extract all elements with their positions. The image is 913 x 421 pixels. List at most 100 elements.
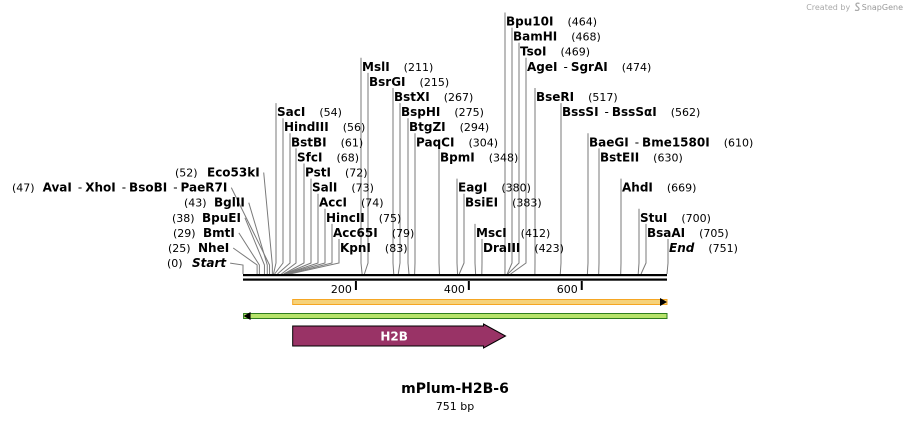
- site-position: (380): [501, 182, 531, 195]
- site-position: (52): [175, 167, 198, 180]
- site-name: BstEII: [600, 150, 639, 164]
- site-name: NheI: [198, 241, 229, 255]
- site-avai-xhoi-bsobi-paer7i: (47)AvaI-XhoI-BsoBI-PaeR7I: [12, 181, 227, 195]
- site-position: (700): [681, 212, 711, 225]
- site-connector: [507, 42, 520, 275]
- site-psti: PstI (72): [305, 166, 368, 180]
- site-connector: [232, 247, 258, 274]
- site-position: (83): [385, 242, 408, 255]
- site-name: PstI: [305, 166, 331, 180]
- site-stui: StuI(700): [640, 211, 711, 225]
- site-end: End(751): [669, 241, 738, 255]
- site-connector: [284, 178, 312, 275]
- site-position: (29): [173, 227, 196, 240]
- site-position: (348): [489, 151, 519, 164]
- site-name: BpuEI: [202, 211, 241, 225]
- feature-arrow-reverse: [243, 312, 668, 320]
- site-msli: MslI(211): [362, 60, 433, 74]
- site-connector: [458, 193, 465, 275]
- site-position: (294): [460, 121, 490, 134]
- site-hincii: HincII(75): [326, 211, 401, 225]
- site-position: (705): [699, 227, 729, 240]
- dna-backbone: [243, 274, 667, 281]
- site-position: (73): [351, 182, 374, 195]
- site-btgzi: BtgZI (294): [409, 120, 489, 134]
- site-eco53ki: (52)Eco53kI: [175, 166, 260, 180]
- site-name: SfcI: [297, 150, 322, 164]
- site-name: BstXI: [394, 90, 430, 104]
- site-bsaai: BsaAI(705): [647, 226, 729, 240]
- site-position: (72): [345, 167, 368, 180]
- ruler-tick-label: 200: [331, 283, 352, 296]
- site-position: (47): [12, 182, 35, 195]
- site-separator: -: [605, 105, 609, 119]
- site-position: (38): [172, 212, 195, 225]
- site-tsoi: TsoI (469): [520, 45, 590, 59]
- site-name: SacI: [277, 105, 305, 119]
- site-bsiei: BsiEI(383): [465, 196, 542, 210]
- site-name: AgeI: [527, 60, 557, 74]
- site-bpu10i: Bpu10I(464): [506, 15, 597, 29]
- site-position: (469): [560, 46, 590, 59]
- site-name: DraIII: [483, 241, 520, 255]
- site-connector: [244, 217, 265, 274]
- site-bsssi-bsss-i: BssSI-BssSαI(562): [562, 105, 700, 119]
- site-name: Acc65I: [333, 226, 378, 240]
- site-agei-sgrai: AgeI-SgrAI (474): [527, 60, 651, 74]
- map-length: 751 bp: [435, 400, 475, 413]
- site-connector: [456, 178, 459, 275]
- site-msci: MscI(412): [476, 226, 550, 240]
- site-name: Start: [192, 256, 227, 270]
- site-connector: [284, 193, 319, 275]
- feature-h2b-label: H2B: [380, 330, 408, 344]
- site-position: (68): [336, 151, 359, 164]
- site-name: BspHI: [401, 105, 440, 119]
- site-name: BssSαI: [612, 105, 657, 119]
- site-position: (464): [567, 16, 597, 29]
- snapgene-logo-icon: [854, 2, 860, 11]
- site-separator: -: [78, 181, 82, 195]
- site-draiii: DraIII(423): [483, 241, 564, 255]
- site-connector: [586, 133, 589, 275]
- site-name: End: [669, 241, 695, 255]
- site-position: (211): [404, 61, 434, 74]
- site-bpuei: (38) BpuEI: [172, 211, 241, 225]
- site-nhei: (25)NheI: [168, 241, 229, 255]
- site-connector: [640, 223, 647, 275]
- site-position: (275): [454, 106, 484, 119]
- site-position: (468): [571, 31, 601, 44]
- ruler-tick-label: 400: [444, 283, 465, 296]
- feature-arrowhead: [243, 312, 251, 320]
- site-position: (562): [671, 106, 701, 119]
- site-name: PaqCI: [416, 135, 454, 149]
- site-position: (474): [622, 61, 652, 74]
- site-name: TsoI: [520, 45, 546, 59]
- site-baegi-bme1580i: BaeGI-Bme1580I(610): [589, 135, 753, 149]
- site-name: PaeR7I: [181, 181, 228, 195]
- site-connector: [360, 57, 363, 275]
- credit-brand: SnapGene: [861, 3, 903, 12]
- site-separator: -: [122, 181, 126, 195]
- site-lines: [230, 12, 669, 275]
- site-position: (215): [420, 76, 450, 89]
- site-position: (267): [444, 91, 474, 104]
- snapgene-credit: Created by SnapGene: [806, 2, 903, 12]
- site-name: HindIII: [284, 120, 329, 134]
- site-name: BtgZI: [409, 120, 446, 134]
- site-connector: [392, 88, 395, 275]
- site-connector: [397, 103, 401, 275]
- site-name: SgrAI: [571, 60, 608, 74]
- site-name: BstBI: [291, 135, 327, 149]
- site-position: (383): [512, 197, 542, 210]
- feature-arrowhead: [660, 298, 667, 306]
- site-position: (75): [379, 212, 402, 225]
- site-connector: [285, 208, 326, 275]
- site-connector: [248, 202, 268, 274]
- site-separator: -: [635, 135, 639, 149]
- site-bsphi: BspHI (275): [401, 105, 484, 119]
- site-position: (61): [341, 136, 364, 149]
- site-separator: -: [563, 60, 567, 74]
- site-bstxi: BstXI (267): [394, 90, 473, 104]
- site-connector: [238, 232, 260, 274]
